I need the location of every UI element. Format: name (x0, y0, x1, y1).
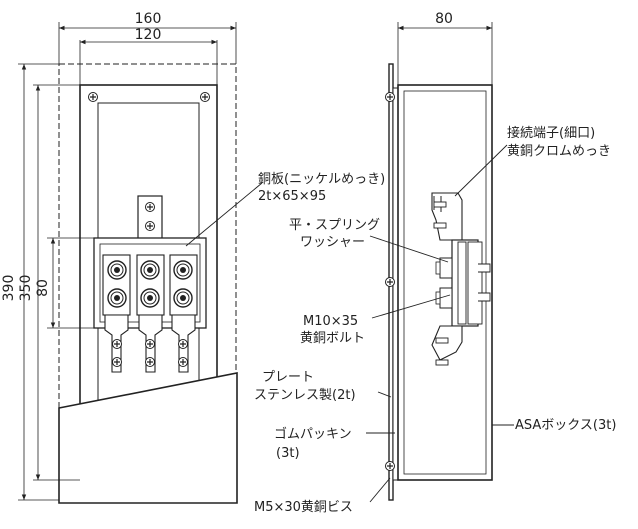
label-washer-2: ワッシャー (300, 235, 365, 250)
side-dimensions: 80 (397, 11, 493, 85)
label-gasket-1: ゴムパッキン (274, 426, 352, 442)
screw-callout: M5×30黄銅ビス (254, 477, 391, 515)
dim-80-height: 80 (35, 279, 51, 297)
side-terminal-assembly (431, 192, 491, 366)
dim-160: 160 (135, 11, 162, 27)
side-screw-icon (384, 276, 396, 288)
bolt-icon (140, 260, 160, 280)
corner-screw-icon (199, 91, 211, 103)
label-copper-plate-1: 銅板(ニッケルめっき) (258, 172, 385, 187)
label-washer-1: 平・スプリング (289, 218, 380, 233)
copper-plate-callout: 銅板(ニッケルめっき) 2t×65×95 (185, 172, 385, 247)
label-bolt-1: M10×35 (303, 314, 358, 329)
corner-screw-icon (87, 91, 99, 103)
bolt-icon (107, 288, 127, 308)
label-bolt-2: 黄銅ボルト (300, 331, 365, 346)
dim-350: 350 (18, 275, 34, 302)
bolt-icon (107, 260, 127, 280)
gasket-callout: ゴムパッキン (3t) (274, 426, 395, 461)
front-dimensions: 160 120 390 350 80 (1, 11, 237, 501)
terminal-block-center (136, 254, 165, 316)
terminal-screw-icon (111, 356, 123, 368)
dim-390: 390 (1, 275, 17, 302)
lower-terminal-left (104, 314, 129, 373)
bolt-icon (173, 260, 193, 280)
side-screw-icon (384, 91, 396, 103)
box-callout: ASAボックス(3t) (492, 418, 616, 433)
terminal-screw-icon (144, 356, 156, 368)
front-view (58, 63, 238, 504)
dim-120: 120 (135, 27, 162, 43)
label-plate-1: プレート (262, 370, 314, 385)
label-screw: M5×30黄銅ビス (254, 500, 353, 515)
washer-callout: 平・スプリング ワッシャー (289, 218, 449, 263)
label-terminal-2: 黄銅クロムめっき (507, 144, 611, 159)
bolt-callout: M10×35 黄銅ボルト (300, 294, 451, 346)
lower-terminal-right (171, 314, 196, 373)
stud-screw-icon (144, 201, 156, 213)
terminal-screw-icon (177, 338, 189, 350)
bolt-icon (140, 288, 160, 308)
dim-80-depth: 80 (435, 11, 453, 27)
terminal-callout: 接続端子(細口) 黄銅クロムめっき (454, 125, 611, 197)
bolt-icon (173, 288, 193, 308)
terminal-screw-icon (111, 338, 123, 350)
label-plate-2: ステンレス製(2t) (254, 388, 356, 403)
lower-terminal-center (138, 314, 163, 373)
label-terminal-1: 接続端子(細口) (507, 125, 595, 141)
terminal-block-right (169, 254, 198, 316)
plate-callout: プレート ステンレス製(2t) (254, 370, 392, 403)
label-copper-plate-2: 2t×65×95 (258, 189, 326, 204)
side-screw-icon (384, 460, 396, 472)
side-view (384, 63, 493, 501)
terminal-screw-icon (144, 338, 156, 350)
label-box: ASAボックス(3t) (515, 418, 616, 433)
terminal-block-left (102, 254, 131, 316)
label-gasket-2: (3t) (276, 446, 300, 461)
stud-screw-icon (144, 220, 156, 232)
terminal-screw-icon (177, 356, 189, 368)
front-cover-plate (58, 372, 238, 504)
front-outline-dashed (58, 63, 237, 501)
